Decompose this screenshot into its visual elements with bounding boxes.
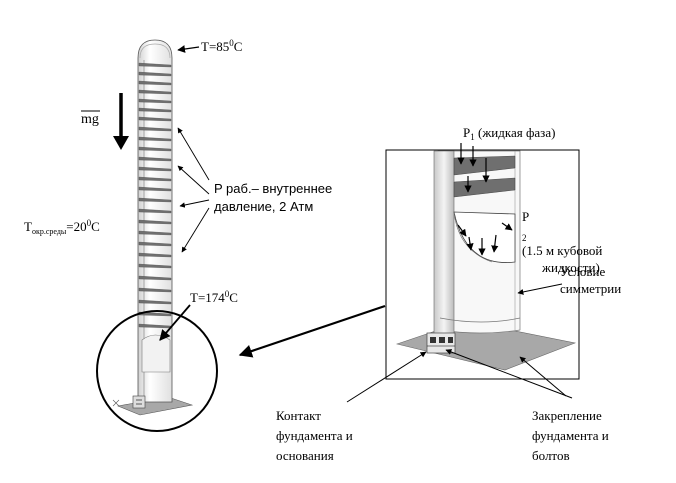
symmetry-label: Условие симметрии <box>560 264 622 296</box>
contact-arrow <box>346 351 427 403</box>
zoom-detail <box>395 150 577 371</box>
top-temp-label: T=850C <box>201 38 243 55</box>
gravity-arrowhead <box>113 136 129 150</box>
lower-head <box>141 334 171 373</box>
pressure-arrows <box>177 127 210 253</box>
zoom-circle <box>96 310 218 432</box>
ambient-temp-label: Tокр.среды=200C <box>24 218 100 236</box>
mg-label: mg <box>81 112 99 127</box>
pressure-label: P раб.– внутреннее давление, 2 Атм <box>214 181 333 214</box>
fixing-arrows <box>445 349 573 399</box>
zoom-inner-pipe <box>433 150 455 342</box>
symmetry-arrow <box>517 283 563 295</box>
zoom-skirt <box>439 317 521 323</box>
axis-marker <box>112 399 120 407</box>
p1-label: P1 (жидкая фаза) <box>463 125 556 142</box>
trays <box>138 62 172 329</box>
zoom-tray-1 <box>453 155 516 176</box>
contact-label: Контакт фундамента и основания <box>276 408 353 463</box>
column-foot <box>132 395 146 409</box>
top-cap <box>139 43 171 59</box>
p2-arrows <box>457 222 513 256</box>
column <box>112 39 194 416</box>
zoom-link-arrow <box>238 304 386 358</box>
bottom-temp-arrow <box>159 304 191 341</box>
top-temp-arrow <box>177 45 200 53</box>
bottom-temp-label: T=1740C <box>190 289 238 306</box>
p1-arrows <box>457 143 490 193</box>
fixing-label: Закрепление фундамента и болтов <box>532 408 609 463</box>
